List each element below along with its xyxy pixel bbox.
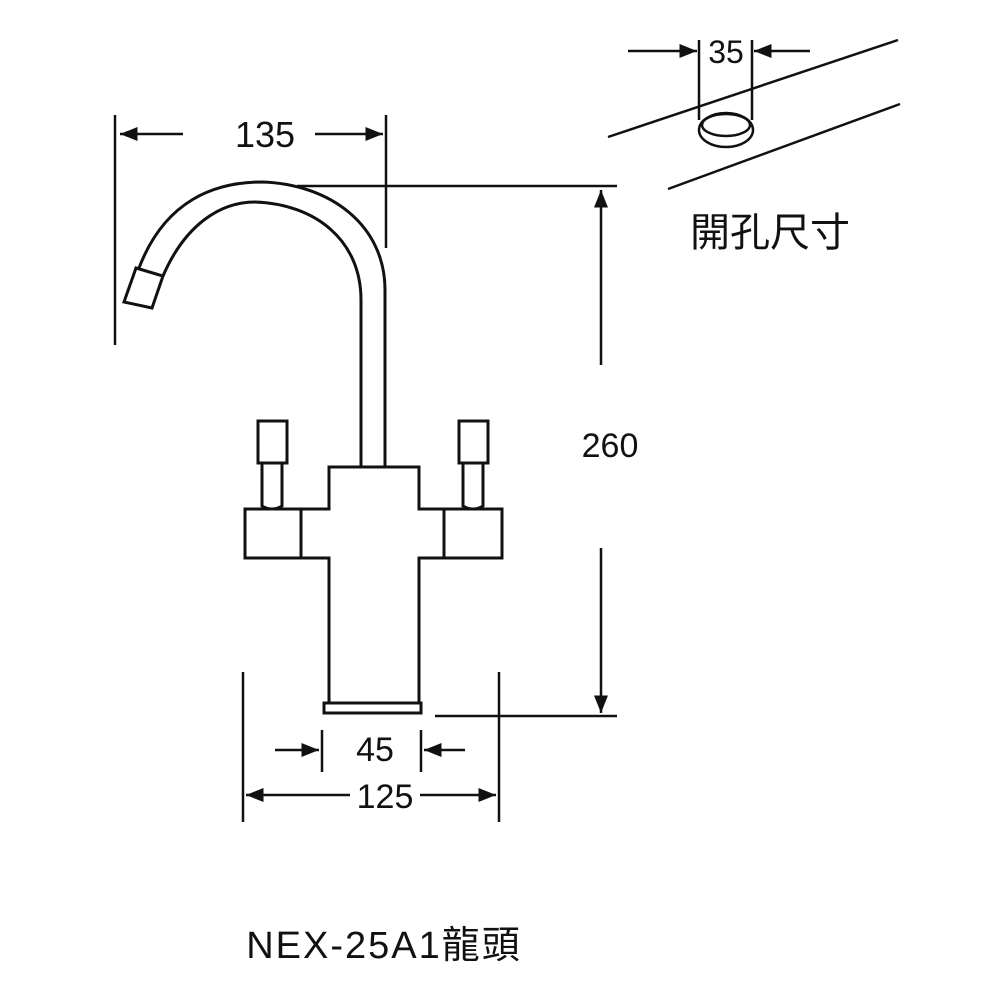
base-width-dimensions: 45 125 (241, 672, 501, 822)
hole-diameter-value: 35 (708, 34, 744, 70)
left-handle-stem (260, 463, 284, 511)
spout-outer (137, 180, 387, 467)
right-handle (457, 419, 490, 465)
left-handle (256, 419, 289, 465)
spout-nozzle (122, 266, 165, 310)
hole-size-detail: 35 開孔尺寸 (607, 34, 901, 255)
spout-reach-value: 135 (235, 114, 295, 155)
faucet (122, 180, 504, 715)
faucet-base-plate (322, 701, 423, 715)
spout-inner (161, 200, 363, 467)
counter-bottom-line (667, 102, 901, 191)
hole-size-label: 開孔尺寸 (690, 211, 850, 255)
model-label: NEX-25A1龍頭 (246, 925, 522, 967)
spout-reach-dimension: 135 (113, 114, 388, 345)
height-value: 260 (582, 427, 639, 465)
height-dimension: 260 (297, 184, 639, 718)
right-handle-stem (461, 463, 485, 511)
base-width-value: 45 (356, 731, 394, 769)
hole-cap-inner (700, 112, 752, 138)
total-width-value: 125 (357, 778, 414, 816)
